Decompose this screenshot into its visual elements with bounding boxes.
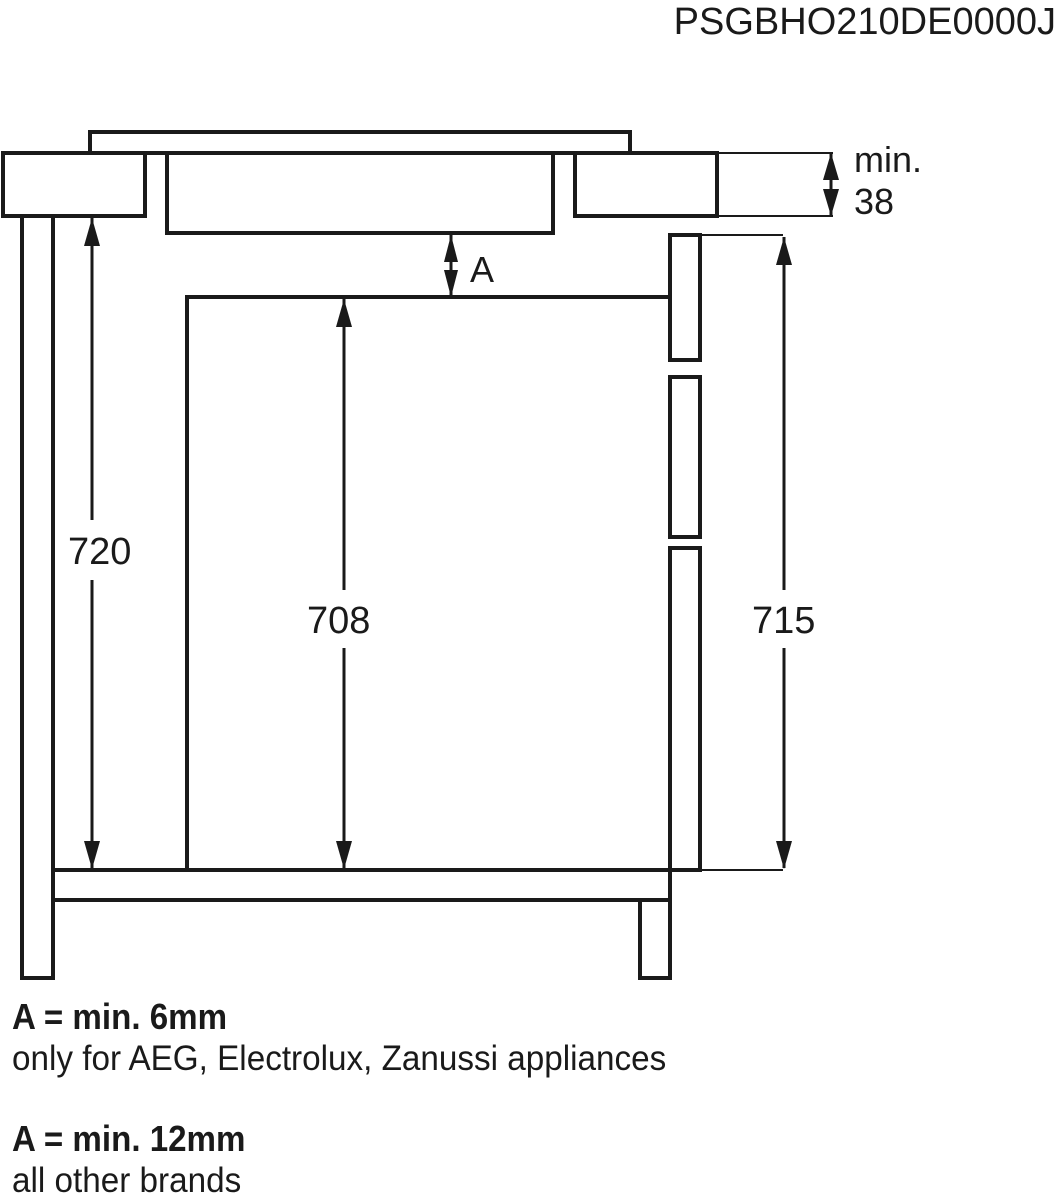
cooktop-body [165, 151, 555, 235]
model-code: PSGBHO210DE0000J [673, 1, 1056, 43]
cabinet-left-side [20, 214, 55, 980]
appliance-box [185, 295, 670, 870]
dimension-appliance-height: 708 [307, 299, 370, 869]
cooktop-top-plate [88, 130, 632, 155]
front-panel-top [668, 233, 702, 362]
appliance-height-value: 708 [307, 600, 370, 642]
cabinet-right-foot [638, 898, 672, 980]
front-panel-middle [668, 375, 702, 539]
cabinet-bottom-rail [51, 868, 672, 902]
front-panel-bottom [668, 546, 702, 872]
cooktop-assembly [1, 130, 719, 235]
dimension-countertop-thickness: min. 38 [823, 139, 922, 222]
countertop-left [1, 151, 147, 218]
legend: A = min. 6mm only for AEG, Electrolux, Z… [12, 996, 1052, 1202]
legend-description: only for AEG, Electrolux, Zanussi applia… [12, 1039, 667, 1078]
gap-label: A [470, 249, 494, 290]
cabinet [20, 214, 702, 980]
dimension-gap-a: A [444, 233, 494, 297]
dimension-front-height: 715 [752, 237, 815, 869]
legend-title: A = min. 12mm [12, 1118, 246, 1159]
legend-entry-6mm: A = min. 6mm only for AEG, Electrolux, Z… [12, 996, 1052, 1080]
legend-title: A = min. 6mm [12, 996, 228, 1037]
legend-description: all other brands [12, 1161, 242, 1200]
legend-entry-12mm: A = min. 12mm all other brands [12, 1118, 1052, 1202]
countertop-thickness-value: 38 [854, 181, 894, 222]
countertop-min-label: min. [854, 139, 922, 180]
extension-lines [700, 152, 833, 871]
dimension-cabinet-height: 720 [68, 218, 131, 869]
countertop-right [573, 151, 719, 218]
front-height-value: 715 [752, 600, 815, 642]
cabinet-height-value: 720 [68, 531, 131, 573]
